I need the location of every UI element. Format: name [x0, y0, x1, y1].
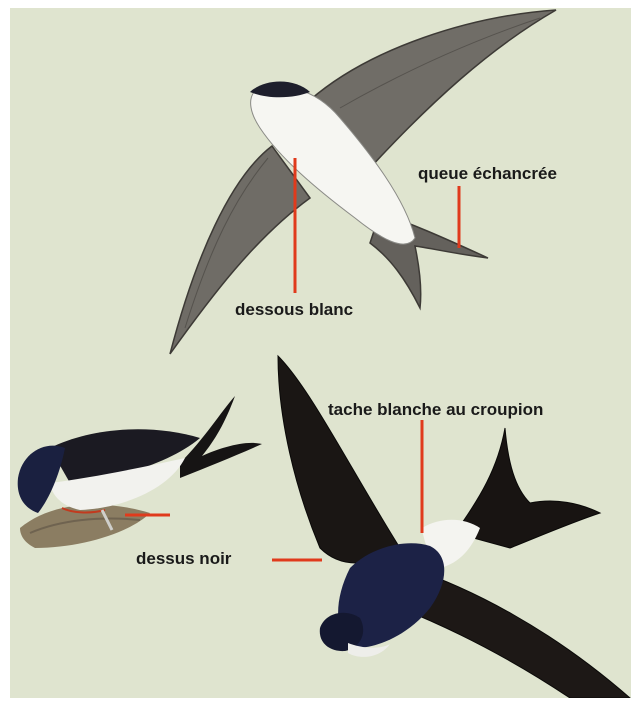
label-rump-patch: tache blanche au croupion — [328, 400, 543, 420]
bird-at-nest — [18, 396, 262, 548]
label-upperside: dessus noir — [136, 549, 231, 569]
label-underside: dessous blanc — [235, 300, 353, 320]
house-martin-illustration — [10, 8, 631, 698]
illustration-panel: queue échancrée dessous blanc tache blan… — [10, 8, 631, 698]
bird2-left-wing — [278, 356, 400, 563]
bird3-head — [18, 446, 65, 513]
leader-lines — [125, 158, 459, 560]
mud-nest — [20, 505, 150, 548]
bird1-left-wing — [170, 146, 310, 354]
label-tail: queue échancrée — [418, 164, 557, 184]
